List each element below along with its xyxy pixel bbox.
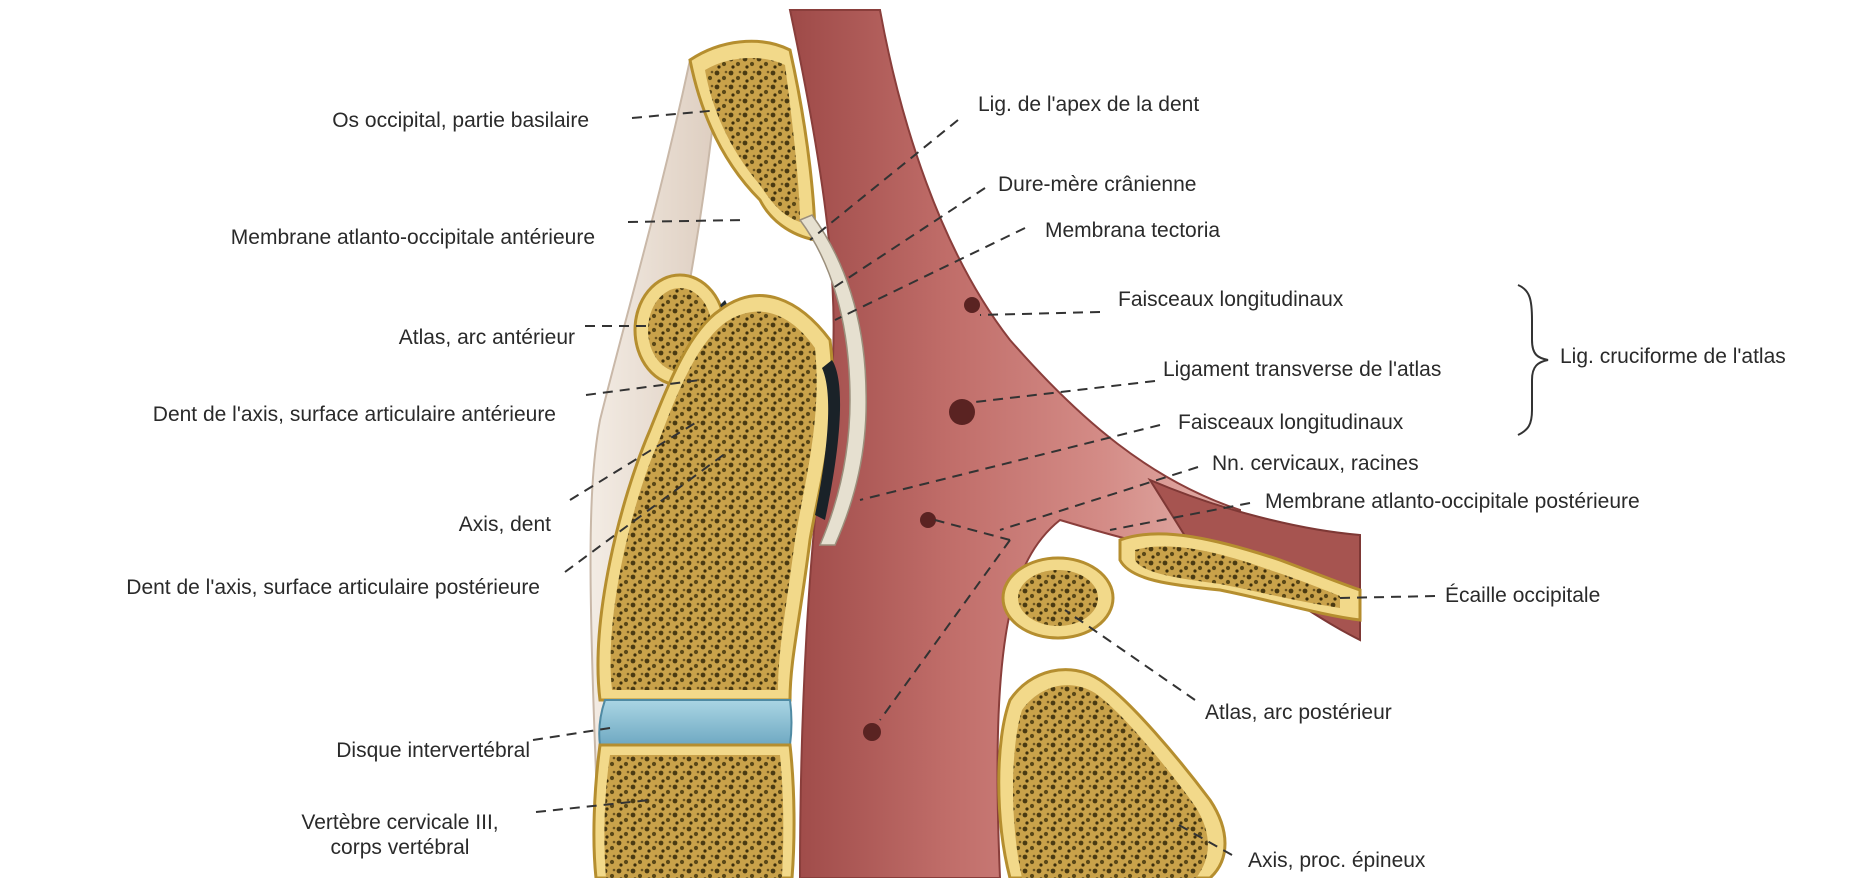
label-atlas-arc-posterior: Atlas, arc postérieur <box>1205 700 1392 725</box>
intervertebral-disc <box>599 700 791 745</box>
label-lig-apex: Lig. de l'apex de la dent <box>978 92 1199 117</box>
label-membrane-anterior: Membrane atlanto-occipitale antérieure <box>231 225 595 250</box>
label-ligament-transverse: Ligament transverse de l'atlas <box>1163 357 1441 382</box>
label-ecaille-occipitale: Écaille occipitale <box>1445 583 1600 608</box>
label-vertebre-line2: corps vertébral <box>255 835 545 860</box>
label-faisceaux-superior: Faisceaux longitudinaux <box>1118 287 1343 312</box>
label-membrana-tectoria: Membrana tectoria <box>1045 218 1220 243</box>
label-lig-cruciforme: Lig. cruciforme de l'atlas <box>1560 344 1786 369</box>
nerve-root-dot <box>920 512 936 528</box>
label-axis-proc-epineux: Axis, proc. épineux <box>1248 848 1425 873</box>
label-faisceaux-inferior: Faisceaux longitudinaux <box>1178 410 1403 435</box>
cruciform-bracket <box>1518 285 1548 435</box>
label-os-occipital: Os occipital, partie basilaire <box>332 108 589 133</box>
label-axis-dent: Axis, dent <box>459 512 551 537</box>
label-membrane-posterior: Membrane atlanto-occipitale postérieure <box>1265 489 1640 514</box>
nerve-root-dot <box>964 297 980 313</box>
label-nn-cervicaux: Nn. cervicaux, racines <box>1212 451 1419 476</box>
label-vertebre-c3: Vertèbre cervicale III, corps vertébral <box>255 810 545 860</box>
label-atlas-arc-anterior: Atlas, arc antérieur <box>399 325 575 350</box>
nerve-root-dot <box>949 399 975 425</box>
label-dent-surface-anterior: Dent de l'axis, surface articulaire anté… <box>153 402 556 427</box>
label-dent-surface-posterior: Dent de l'axis, surface articulaire post… <box>126 575 540 600</box>
label-vertebre-line1: Vertèbre cervicale III, <box>255 810 545 835</box>
label-disque: Disque intervertébral <box>336 738 530 763</box>
label-dure-mere: Dure-mère crânienne <box>998 172 1196 197</box>
nerve-root-dot <box>863 723 881 741</box>
